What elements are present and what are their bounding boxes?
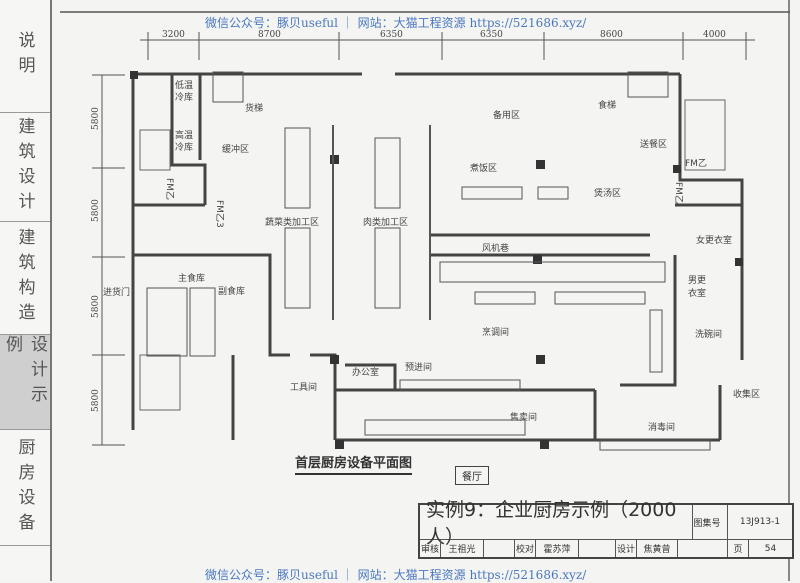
room-label: 冷库 bbox=[175, 141, 193, 153]
room-label: 食梯 bbox=[598, 99, 616, 111]
reviewer-signature bbox=[484, 540, 515, 557]
dining-hall-label: 餐厅 bbox=[455, 466, 489, 485]
equipment bbox=[146, 71, 711, 451]
room-label: 衣室 bbox=[688, 287, 706, 299]
tab-kitchen-equipment[interactable]: 厨房设备 bbox=[0, 430, 50, 546]
room-labels: 低温 冷库 高温 冷库 货梯 缓冲区 FM乙 FM乙3 蔬菜类加工区 肉类加工区… bbox=[103, 79, 760, 433]
checker-signature bbox=[579, 540, 616, 557]
room-label: 风机巷 bbox=[482, 242, 509, 254]
title-block: 实例9：企业厨房示例（2000人） 图集号 13J913-1 审核 王祖光 校对… bbox=[418, 499, 794, 559]
designer-signature bbox=[678, 540, 728, 557]
left-dimensions: 5800 5800 5800 5800 bbox=[91, 74, 125, 446]
room-label: 低温 bbox=[175, 79, 193, 91]
room-label: 预进间 bbox=[405, 361, 432, 373]
page-label: 页 bbox=[728, 540, 749, 557]
room-label: 女更衣室 bbox=[696, 234, 732, 246]
watermark-bottom: 微信公众号：豚贝useful ｜ 网站：大猫工程资源 https://52168… bbox=[205, 568, 587, 582]
tab-label: 厨房设备 bbox=[14, 437, 35, 538]
room-label: 货梯 bbox=[245, 102, 263, 114]
review-label: 审核 bbox=[420, 540, 441, 557]
tab-construction[interactable]: 建筑构造 bbox=[0, 222, 50, 335]
atlas-number: 13J913-1 bbox=[728, 505, 792, 540]
dim-label: 8600 bbox=[600, 30, 623, 40]
reviewer-name: 王祖光 bbox=[441, 540, 484, 557]
drawing-title: 首层厨房设备平面图 bbox=[295, 452, 413, 475]
dim-label: 6350 bbox=[380, 30, 403, 40]
tab-explanation[interactable]: 说明 bbox=[0, 0, 50, 113]
door-label: 进货门 bbox=[103, 286, 130, 298]
sidebar: 说明 建筑设计 建筑构造 设计示例 厨房设备 bbox=[0, 0, 52, 581]
dim-label: 4000 bbox=[703, 30, 726, 40]
room-label: 副食库 bbox=[218, 285, 245, 297]
room-label: 冷库 bbox=[175, 91, 193, 103]
design-label: 设计 bbox=[616, 540, 637, 557]
room-label: 备用区 bbox=[493, 109, 520, 121]
room-label: 消毒间 bbox=[648, 421, 675, 433]
atlas-label: 图集号 bbox=[687, 505, 728, 540]
checker-name: 霍苏萍 bbox=[536, 540, 579, 557]
page-number: 54 bbox=[764, 543, 777, 554]
columns bbox=[130, 71, 743, 449]
dim-label: 5800 bbox=[91, 107, 101, 130]
room-label: 蔬菜类加工区 bbox=[265, 216, 319, 228]
tab-label: 建筑设计 bbox=[14, 117, 35, 217]
top-dimensions: 3200 8700 6350 6350 8600 4000 bbox=[140, 30, 755, 60]
door-label: FM乙 bbox=[164, 178, 175, 200]
room-label: 烹调间 bbox=[482, 326, 509, 338]
room-label: 收集区 bbox=[733, 388, 760, 400]
room-label: 售卖间 bbox=[510, 411, 537, 423]
door-label: FM乙 bbox=[673, 182, 684, 204]
dim-label: 5800 bbox=[91, 295, 101, 318]
door-label: FM乙3 bbox=[214, 200, 225, 228]
sheet-title: 实例9：企业厨房示例（2000人） bbox=[420, 499, 693, 548]
room-label: 缓冲区 bbox=[222, 143, 249, 155]
watermark-top: 微信公众号：豚贝useful ｜ 网站：大猫工程资源 https://52168… bbox=[205, 16, 587, 30]
room-label: 男更 bbox=[688, 275, 706, 286]
door-label: FM乙 bbox=[685, 158, 707, 169]
dim-label: 5800 bbox=[91, 199, 101, 222]
room-label: 洗碗间 bbox=[695, 328, 722, 340]
room-label: 办公室 bbox=[352, 366, 379, 378]
tab-label: 说明 bbox=[14, 31, 35, 81]
walls bbox=[131, 72, 744, 442]
check-label: 校对 bbox=[515, 540, 536, 557]
room-label: 肉类加工区 bbox=[363, 216, 408, 228]
room-label: 煮饭区 bbox=[470, 162, 497, 174]
room-label: 送餐区 bbox=[640, 138, 667, 150]
tab-label: 设计示例 bbox=[2, 335, 47, 410]
dim-label: 5800 bbox=[91, 389, 101, 412]
room-label: 主食库 bbox=[178, 272, 205, 284]
room-label: 工具间 bbox=[290, 381, 317, 393]
dim-label: 8700 bbox=[258, 30, 281, 40]
tab-design-examples[interactable]: 设计示例 bbox=[0, 335, 50, 430]
dim-label: 6350 bbox=[480, 30, 503, 40]
dim-label: 3200 bbox=[162, 30, 185, 40]
right-tab-strip bbox=[788, 0, 800, 581]
designer-name: 焦黄曾 bbox=[637, 540, 678, 557]
stairs bbox=[139, 99, 726, 411]
room-label: 高温 bbox=[175, 129, 193, 141]
room-label: 煲汤区 bbox=[594, 187, 621, 199]
tab-label: 建筑构造 bbox=[14, 228, 35, 328]
tab-architectural-design[interactable]: 建筑设计 bbox=[0, 113, 50, 222]
